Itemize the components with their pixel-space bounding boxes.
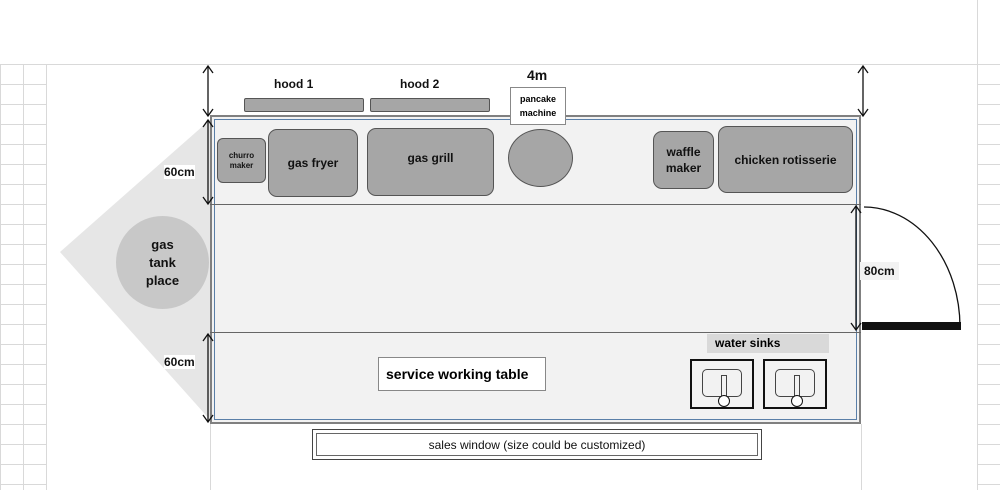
gas-tank-place: gas tank place	[116, 216, 209, 309]
hood-2	[370, 98, 490, 112]
sales-window: sales window (size could be customized)	[312, 429, 762, 460]
pancake-machine-label: pancake machine	[510, 87, 566, 125]
pancake-machine	[508, 129, 573, 187]
hood-1-label: hood 1	[274, 77, 314, 91]
sheet-grid-right	[977, 64, 1000, 490]
gas-grill: gas grill	[367, 128, 494, 196]
length-label: 4m	[527, 67, 548, 83]
drain-icon	[718, 395, 730, 407]
sheet-column-line	[210, 424, 211, 490]
gas-fryer: gas fryer	[268, 129, 358, 197]
sheet-column-line	[46, 64, 47, 490]
chicken-rotisserie: chicken rotisserie	[718, 126, 853, 193]
faucet-icon	[794, 375, 800, 397]
faucet-icon	[721, 375, 727, 397]
rear-counter-line	[210, 204, 861, 205]
hood-2-label: hood 2	[400, 77, 440, 91]
hood-1	[244, 98, 364, 112]
water-sinks-label: water sinks	[707, 334, 829, 353]
door-width-label: 80cm	[860, 262, 899, 280]
churro-maker: churro maker	[217, 138, 266, 183]
service-working-table: service working table	[378, 357, 546, 391]
front-depth-label: 60cm	[164, 355, 195, 369]
water-sink-1	[690, 359, 754, 409]
front-counter-line	[210, 332, 861, 333]
sheet-column-line	[861, 424, 862, 490]
rear-depth-label: 60cm	[164, 165, 195, 179]
sales-window-label: sales window (size could be customized)	[316, 433, 758, 456]
sheet-top-border	[0, 64, 1000, 65]
waffle-maker: waffle maker	[653, 131, 714, 189]
sheet-grid-left	[0, 64, 46, 490]
drain-icon	[791, 395, 803, 407]
sheet-column-line	[977, 0, 978, 490]
water-sink-2	[763, 359, 827, 409]
